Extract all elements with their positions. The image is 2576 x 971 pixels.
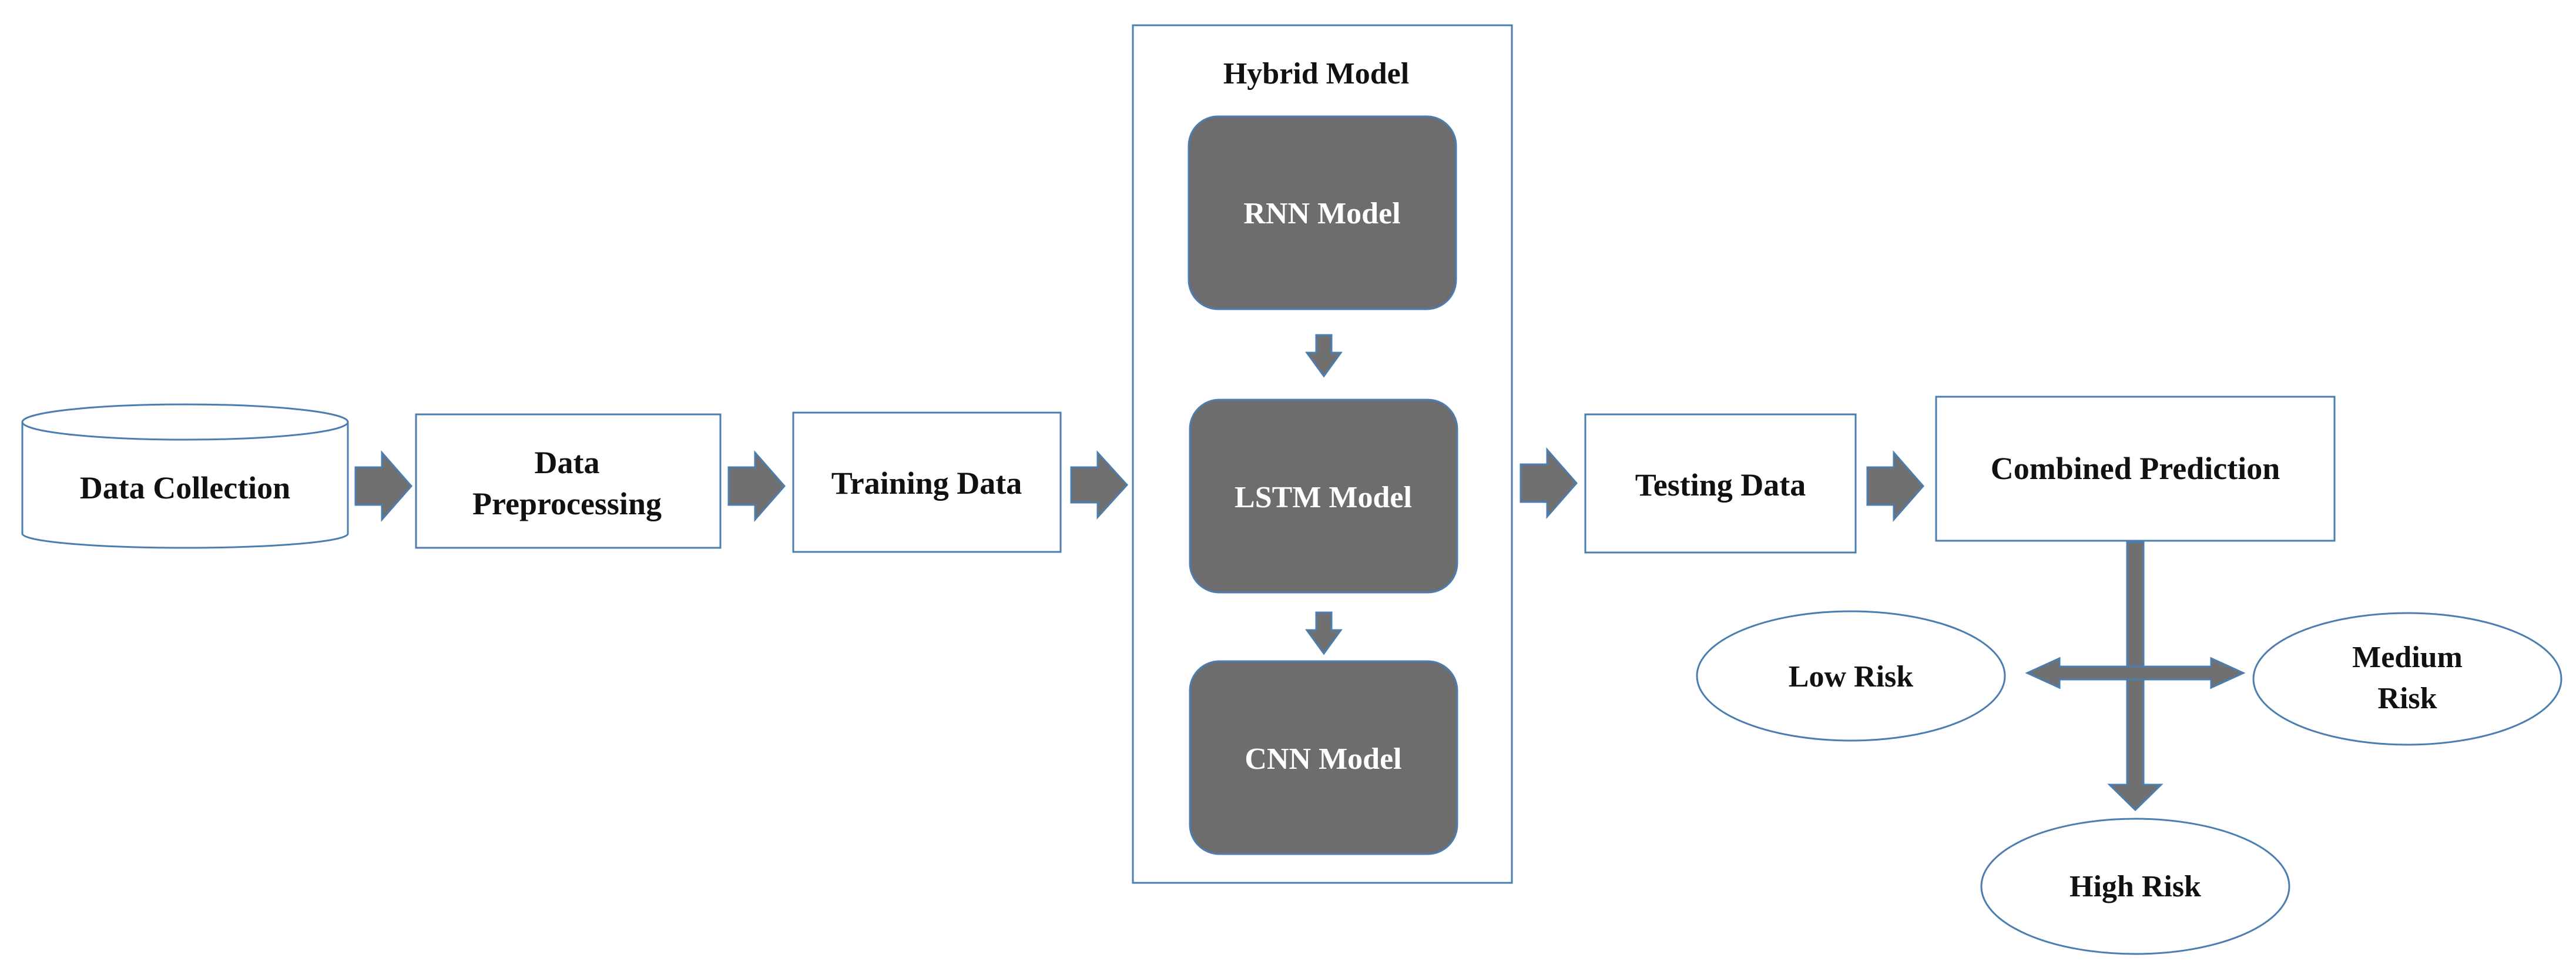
arrow-down-1 <box>1305 334 1343 378</box>
data-collection-node: Data Collection <box>21 403 349 549</box>
data-collection-label: Data Collection <box>80 470 290 505</box>
low-risk-label: Low Risk <box>1789 660 1913 694</box>
arrow-down-2 <box>1305 611 1343 655</box>
rnn-model-label: RNN Model <box>1243 197 1400 230</box>
risk-branch-arrows <box>2025 541 2246 812</box>
low-risk-node: Low Risk <box>1696 610 2006 742</box>
training-data-label: Training Data <box>831 466 1022 501</box>
training-data-node: Training Data <box>792 411 1062 553</box>
lstm-model-label: LSTM Model <box>1235 481 1412 514</box>
testing-data-label: Testing Data <box>1635 467 1806 503</box>
medium-risk-node: Medium Risk <box>2252 612 2562 746</box>
lstm-model-node: LSTM Model <box>1189 399 1458 594</box>
rnn-model-node: RNN Model <box>1188 115 1457 310</box>
cnn-model-node: CNN Model <box>1189 660 1458 855</box>
arrow-right-3 <box>1070 450 1129 520</box>
medium-risk-label-line1: Medium <box>2352 641 2463 674</box>
cnn-model-label: CNN Model <box>1245 742 1401 776</box>
hybrid-model-container: Hybrid Model RNN Model LSTM Model CNN Mo… <box>1132 24 1513 884</box>
data-preprocessing-label-line2: Preprocessing <box>472 486 662 521</box>
high-risk-label: High Risk <box>2069 870 2201 903</box>
arrow-right-1 <box>354 450 412 522</box>
data-preprocessing-label-line1: Data <box>535 445 600 480</box>
arrow-bidirectional-low-medium <box>2025 657 2246 689</box>
arrow-right-5 <box>1866 450 1924 522</box>
testing-data-node: Testing Data <box>1584 413 1857 554</box>
data-preprocessing-node: Data Preprocessing <box>415 413 722 549</box>
combined-prediction-label: Combined Prediction <box>1991 451 2280 486</box>
medium-risk-label-line2: Risk <box>2377 682 2437 715</box>
combined-prediction-node: Combined Prediction <box>1935 396 2336 542</box>
arrow-right-4 <box>1520 447 1578 519</box>
high-risk-node: High Risk <box>1980 818 2290 955</box>
arrow-right-2 <box>727 450 786 522</box>
hybrid-model-title: Hybrid Model <box>1223 57 1409 91</box>
